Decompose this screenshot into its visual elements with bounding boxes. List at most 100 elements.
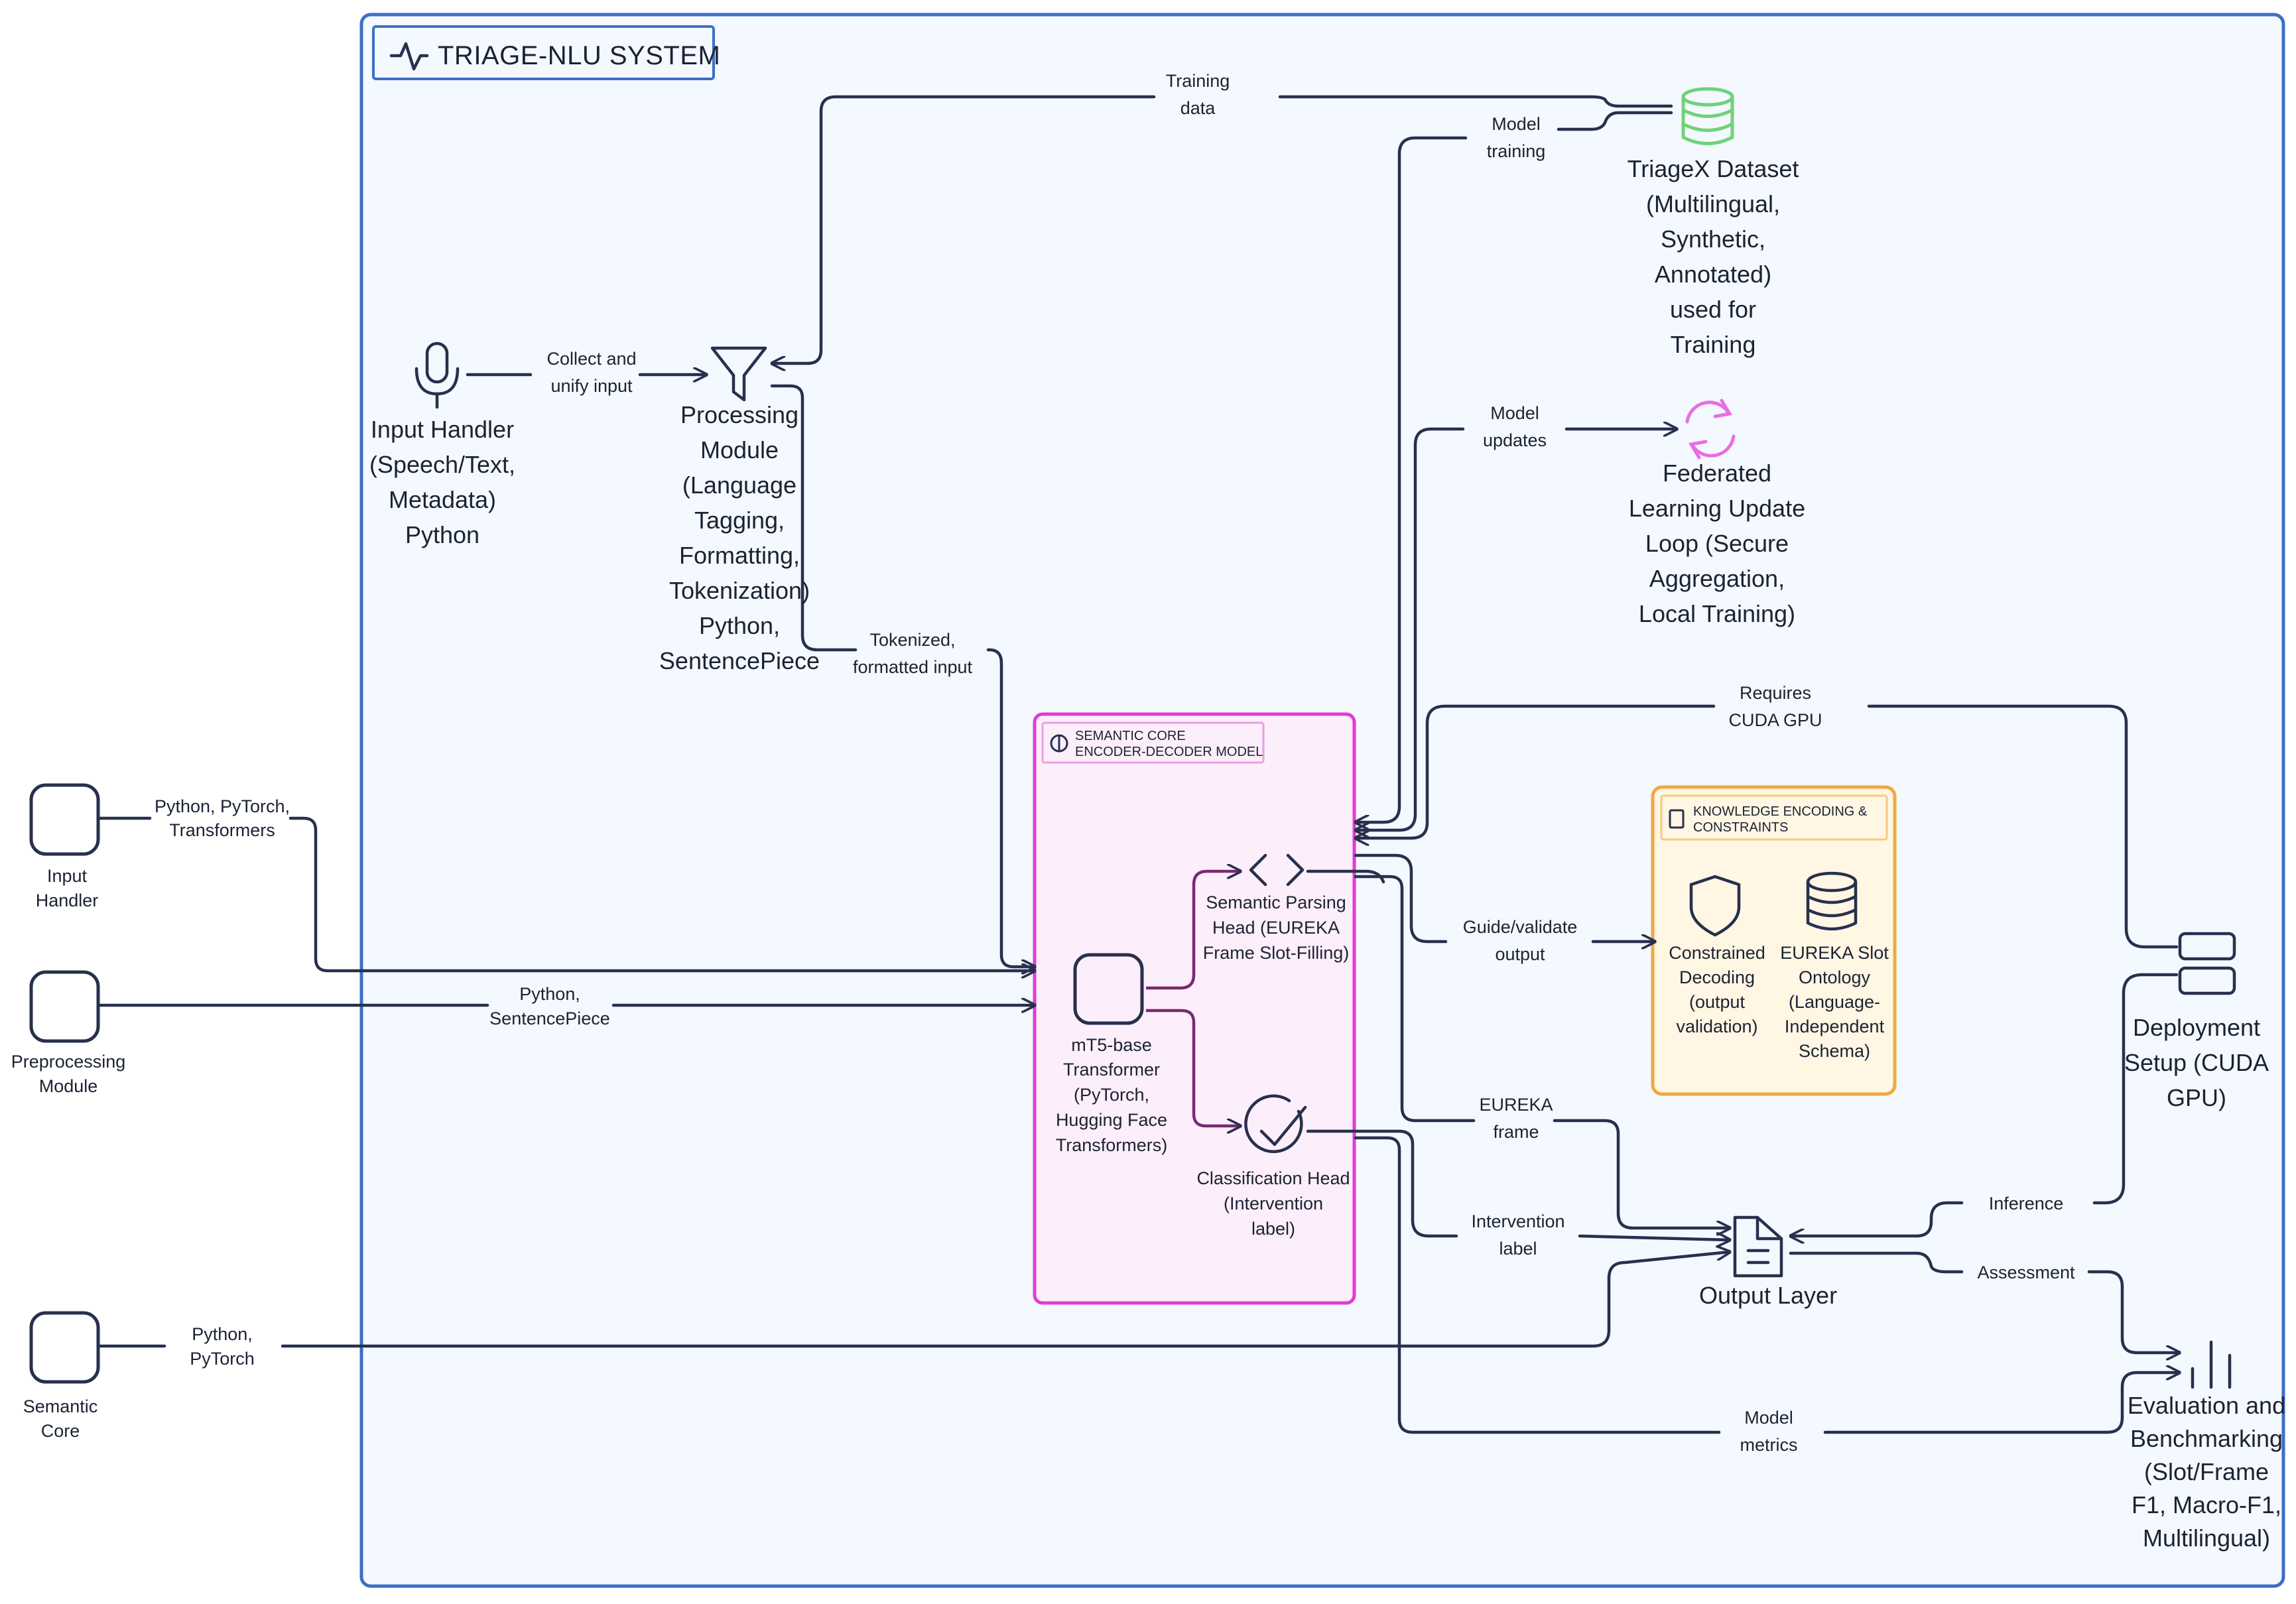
svg-text:Module: Module [39,1076,98,1096]
refresh-icon [1685,399,1736,460]
classification-head-node: Classification Head (Intervention label) [1196,1094,1350,1239]
output-layer-node: Output Layer [1699,1215,1837,1309]
svg-text:Guide/validate: Guide/validate [1463,917,1578,937]
edge-label-model-updates: Model updates [1483,403,1547,450]
svg-text:SentencePiece: SentencePiece [659,647,820,674]
svg-text:Annotated): Annotated) [1655,261,1771,288]
svg-text:(Language-: (Language- [1789,992,1880,1012]
edge-training-data [1278,95,1673,108]
svg-text:EUREKA Slot: EUREKA Slot [1780,943,1889,963]
evaluation-node: Evaluation and Benchmarking (Slot/Frame … [2128,1340,2285,1552]
shield-icon [1689,875,1741,937]
knowledge-subtitle: CONSTRAINTS [1693,820,1788,835]
svg-text:Federated: Federated [1663,460,1771,487]
edge-model-metrics-2 [1823,1373,2181,1434]
svg-text:Transformers): Transformers) [1056,1135,1168,1155]
processing-module-node: Processing Module (Language Tagging, For… [659,346,820,674]
edge-eureka-frame-2 [1553,1119,1732,1228]
edge-inference [2092,973,2179,1205]
svg-text:Setup (CUDA: Setup (CUDA [2124,1049,2269,1076]
legend-preprocessing-module: Preprocessing Module [11,970,126,1096]
edge-parsing-out [1306,869,1385,884]
semantic-core-group: SEMANTIC CORE ENCODER-DECODER MODEL [1033,712,1356,1305]
svg-text:Model: Model [1744,1408,1793,1428]
svg-text:Tokenized,: Tokenized, [869,630,955,650]
ontology-node: EUREKA Slot Ontology (Language- Independ… [1780,871,1889,1061]
edge-intervention-2 [1578,1236,1730,1240]
svg-text:Frame Slot-Filling): Frame Slot-Filling) [1203,943,1350,963]
constrained-decoding-node: Constrained Decoding (output validation) [1669,875,1765,1036]
svg-text:(Speech/Text,: (Speech/Text, [369,451,515,478]
edge-training-data-2 [770,95,1156,363]
svg-text:Tagging,: Tagging, [694,507,785,534]
edge-label-py-sp: Python, SentencePiece [489,984,610,1028]
database-icon [1806,871,1858,931]
svg-text:data: data [1180,98,1216,118]
edge-label-eureka-frame: EUREKA frame [1479,1095,1553,1142]
edge-assessment-2 [2087,1270,2181,1353]
svg-text:frame: frame [1493,1122,1539,1142]
system-title-box: TRIAGE-NLU SYSTEM [372,25,720,80]
svg-text:Python: Python [405,521,479,548]
svg-text:Training: Training [1166,71,1230,91]
svg-text:(Language: (Language [682,471,797,499]
svg-text:Deployment: Deployment [2133,1014,2260,1041]
svg-text:Ontology: Ontology [1799,967,1871,987]
svg-text:TriageX Dataset: TriageX Dataset [1627,155,1799,182]
edge-guide [1354,853,1448,944]
svg-text:Python, PyTorch,: Python, PyTorch, [155,796,290,816]
check-circle-icon [1244,1094,1307,1153]
edge-intervention [1306,1129,1458,1238]
document-icon [1733,1215,1783,1278]
edges [96,95,2181,1434]
svg-text:Model: Model [1492,114,1541,134]
svg-text:Input Handler: Input Handler [371,416,514,443]
transformer-icon [1073,953,1144,1025]
edge-model-training-2 [1354,136,1468,822]
svg-text:Evaluation and: Evaluation and [2128,1392,2285,1419]
svg-text:training: training [1487,141,1546,161]
edge-mt5-to-parsing [1146,871,1240,990]
svg-text:(Slot/Frame: (Slot/Frame [2144,1458,2269,1485]
edge-tokenized-2 [986,648,1037,967]
svg-text:Independent: Independent [1785,1017,1885,1036]
mt5-node: mT5-base Transformer (PyTorch, Hugging F… [1056,953,1168,1155]
knowledge-group: KNOWLEDGE ENCODING & CONSTRAINTS [1651,785,1897,1096]
svg-text:formatted input: formatted input [853,657,973,677]
edge-inference-2 [1789,1201,1964,1236]
edge-label-collect: Collect and unify input [546,349,636,396]
edge-label-tokenized: Tokenized, formatted input [853,630,973,677]
svg-text:Processing: Processing [680,401,798,428]
svg-text:Hugging Face: Hugging Face [1056,1110,1167,1130]
edge-requires-cuda-2 [1867,704,2179,949]
edge-labels: Training data Model training Collect and… [155,71,2075,1455]
svg-text:Training: Training [1671,331,1756,358]
svg-text:Tokenization): Tokenization) [669,577,810,604]
legend-semantic-core: Semantic Core [23,1311,100,1441]
edge-label-py-torch-tf: Python, PyTorch, Transformers [155,796,290,840]
svg-text:metrics: metrics [1740,1435,1798,1455]
svg-text:Loop (Secure: Loop (Secure [1645,530,1789,557]
svg-text:Local Training): Local Training) [1639,600,1795,627]
database-icon [1681,87,1734,145]
svg-text:used for: used for [1670,296,1756,323]
edge-label-requires-cuda: Requires CUDA GPU [1728,683,1822,730]
edge-tokenized [770,384,858,652]
code-brackets-icon [1249,853,1305,887]
svg-text:Classification Head: Classification Head [1196,1168,1350,1188]
svg-text:Schema): Schema) [1799,1041,1870,1061]
edge-label-guide: Guide/validate output [1463,917,1578,964]
svg-text:Formatting,: Formatting, [679,542,800,569]
brain-icon [1050,734,1068,753]
svg-text:Preprocessing: Preprocessing [11,1052,126,1072]
svg-text:Input: Input [47,866,88,886]
edge-model-updates [1354,427,1465,830]
svg-text:CUDA GPU: CUDA GPU [1728,710,1822,730]
svg-text:Model: Model [1490,403,1539,423]
svg-text:updates: updates [1483,430,1547,450]
svg-text:Requires: Requires [1740,683,1811,703]
semantic-core-subtitle: ENCODER-DECODER MODEL [1075,745,1263,759]
edge-assessment [1789,1251,1964,1274]
edge-label-intervention: Intervention label [1471,1211,1564,1259]
